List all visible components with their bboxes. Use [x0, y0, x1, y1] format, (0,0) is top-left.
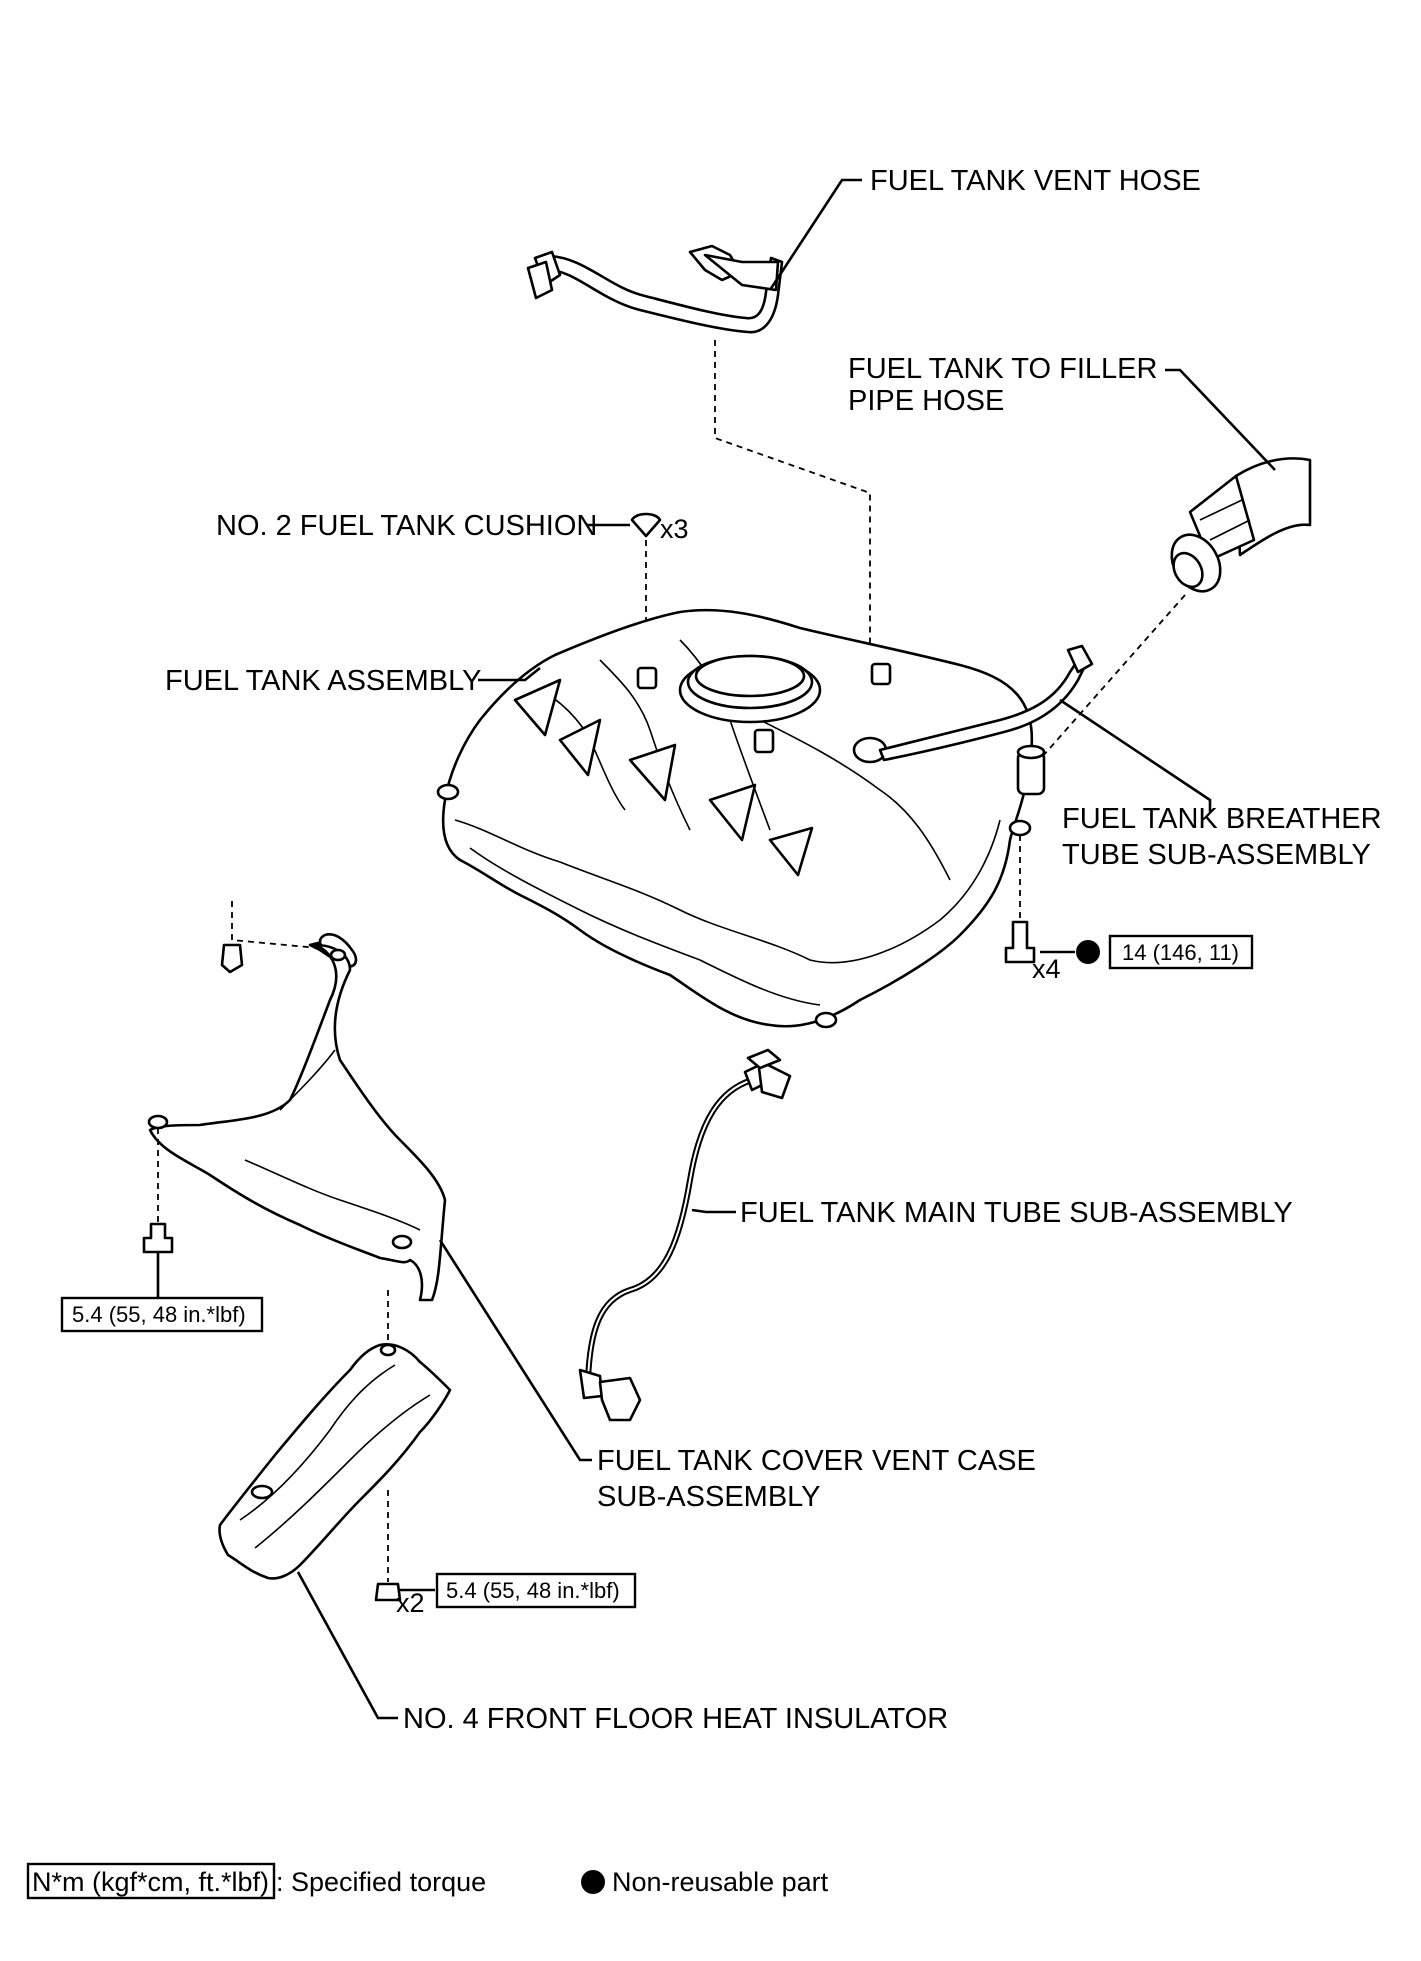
- tank-bolt-icon: [1004, 920, 1036, 964]
- vent-case-label-line2: SUB-ASSEMBLY: [597, 1481, 820, 1513]
- main-tube-leader: [691, 1208, 736, 1214]
- vent-case-bolt-icon: [142, 1222, 174, 1254]
- filler-hose-label-line1: FUEL TANK TO FILLER: [848, 353, 1157, 385]
- vent-hose-label: FUEL TANK VENT HOSE: [870, 165, 1201, 197]
- insulator-leader: [296, 1571, 398, 1720]
- tank-bolt-torque-box: [1108, 934, 1254, 970]
- insulator-torque-box: [435, 1572, 637, 1609]
- vent-case-torque-box: [60, 1296, 264, 1333]
- tank-assembly-leader: [478, 666, 541, 682]
- filler-hose-part: [1170, 457, 1312, 593]
- vent-case-top-dashline: [231, 901, 319, 949]
- vent-hose-part: [526, 244, 784, 334]
- vent-case-clip-icon: [220, 943, 244, 974]
- fuel-tank-part: [436, 608, 1046, 1029]
- cushion-icon: [630, 512, 662, 538]
- tank-assembly-label: FUEL TANK ASSEMBLY: [165, 665, 481, 697]
- breather-tube-part: [878, 644, 1094, 762]
- tank-bolt-torque-text: 14 (146, 11): [1122, 940, 1239, 965]
- insulator-label: NO. 4 FRONT FLOOR HEAT INSULATOR: [403, 1703, 948, 1735]
- breather-tube-leader: [1059, 698, 1212, 812]
- breather-tube-label-line1: FUEL TANK BREATHER: [1062, 803, 1382, 835]
- insulator-nut-qty: x2: [396, 1588, 425, 1618]
- legend-torque-box: [26, 1862, 276, 1900]
- main-tube-label: FUEL TANK MAIN TUBE SUB-ASSEMBLY: [740, 1197, 1293, 1229]
- tank-bolt-qty: x4: [1032, 954, 1061, 984]
- legend-torque-unit: N*m (kgf*cm, ft.*lbf): [32, 1867, 269, 1897]
- vent-case-leader: [438, 1239, 592, 1462]
- vent-hose-leader: [768, 178, 862, 291]
- vent-case-label-line1: FUEL TANK COVER VENT CASE: [597, 1445, 1036, 1477]
- vent-case-part: [147, 933, 447, 1302]
- heat-insulator-part: [218, 1343, 452, 1580]
- breather-tube-label-line2: TUBE SUB-ASSEMBLY: [1062, 839, 1371, 871]
- legend-nonreusable-text: Non-reusable part: [612, 1867, 829, 1897]
- vent-hose-dashline: [714, 340, 871, 660]
- legend-torque-desc: : Specified torque: [276, 1867, 486, 1897]
- cushion-label: NO. 2 FUEL TANK CUSHION: [216, 510, 597, 542]
- insulator-nut-icon: [374, 1582, 402, 1602]
- vent-case-torque-text: 5.4 (55, 48 in.*lbf): [72, 1302, 246, 1327]
- filler-hose-leader: [1165, 368, 1276, 471]
- main-tube-part: [578, 1048, 792, 1422]
- cushion-qty: x3: [660, 514, 689, 544]
- nonreusable-dot-icon: [1076, 940, 1100, 964]
- legend: N*m (kgf*cm, ft.*lbf) : Specified torque…: [26, 1862, 829, 1900]
- filler-hose-label-line2: PIPE HOSE: [848, 385, 1004, 417]
- filler-hose-dashline: [1034, 594, 1186, 766]
- insulator-torque-text: 5.4 (55, 48 in.*lbf): [446, 1578, 620, 1603]
- legend-nonreusable-dot-icon: [581, 1870, 605, 1894]
